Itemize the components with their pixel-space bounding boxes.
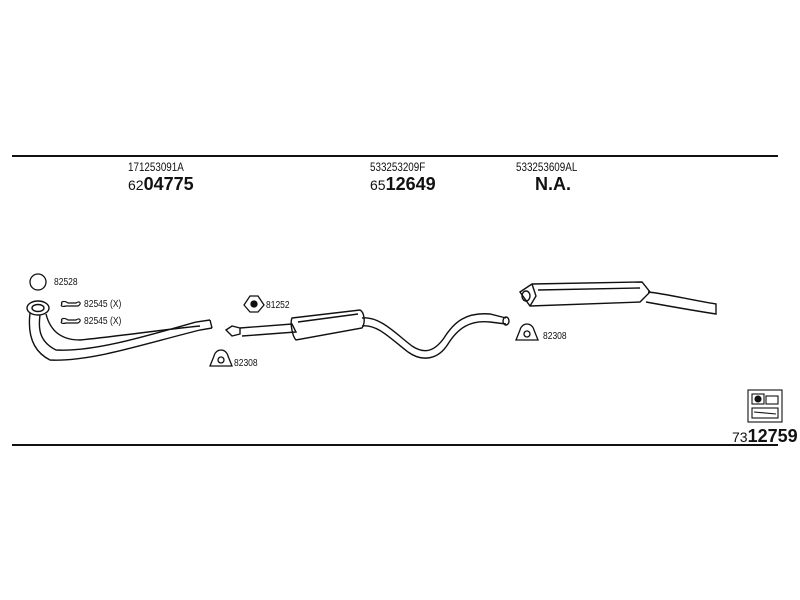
label-hanger: 81252	[266, 300, 290, 311]
oe-number-rear-silencer: 533253609AL	[516, 160, 578, 174]
front-pipe	[26, 300, 213, 361]
label-u-clamp-right: 82308	[543, 331, 567, 342]
label-u-clamp-left: 82308	[234, 358, 258, 369]
kit-number: 7312759	[732, 426, 798, 446]
label-clamp-1: 82545 (X)	[84, 299, 122, 310]
ring-gasket-icon	[29, 273, 47, 291]
part-number-middle-silencer: 6512649	[370, 174, 436, 194]
top-rule	[12, 155, 778, 157]
u-clamp-icon-left	[209, 349, 233, 367]
middle-silencer	[224, 309, 510, 359]
clamp-icon-2	[60, 317, 81, 324]
rear-silencer	[519, 281, 717, 315]
kit-icon	[747, 389, 783, 423]
part-number-rear-silencer-na: N.A.	[535, 174, 571, 194]
oe-number-middle-silencer: 533253209F	[370, 160, 426, 174]
u-clamp-icon-right	[515, 323, 539, 341]
part-number-front-pipe: 6204775	[128, 174, 194, 194]
label-ring-gasket: 82528	[54, 277, 78, 288]
bottom-rule	[12, 444, 778, 446]
oe-number-front-pipe: 171253091A	[128, 160, 184, 174]
clamp-icon-1	[60, 300, 81, 307]
label-clamp-2: 82545 (X)	[84, 316, 122, 327]
hanger-icon	[243, 295, 265, 313]
